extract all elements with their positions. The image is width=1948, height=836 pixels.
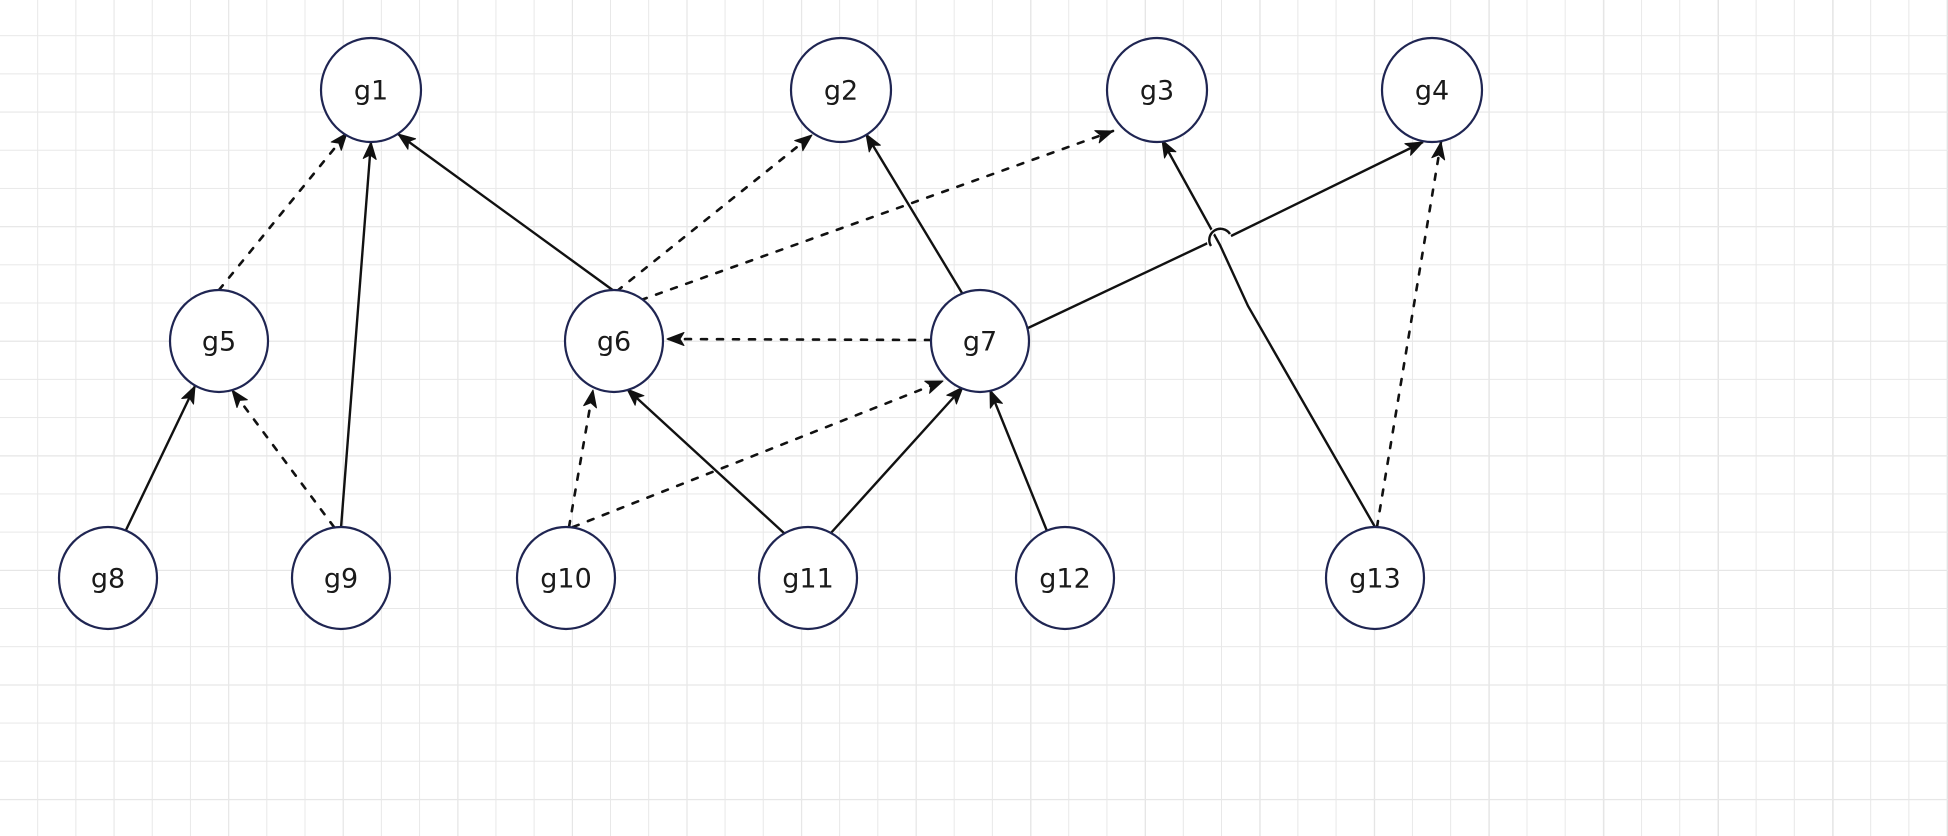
node-label: g1 [354, 76, 388, 107]
node-g9[interactable]: g9 [290, 525, 392, 631]
arrowhead-icon [865, 133, 881, 153]
edge-g13-g3 [1160, 139, 1377, 528]
arrowhead-icon [794, 134, 813, 152]
edge-g11-g7 [829, 386, 964, 535]
edge-line [829, 386, 964, 535]
edge-line [864, 133, 964, 294]
edge-g9-g1 [339, 141, 377, 529]
edge-line [665, 337, 933, 342]
arrowhead-icon [330, 132, 348, 151]
node-g6[interactable]: g6 [563, 288, 665, 394]
node-label: g4 [1415, 76, 1449, 107]
edge-line [397, 133, 615, 292]
node-g11[interactable]: g11 [757, 525, 859, 631]
edge-g13-g4 [1375, 140, 1446, 529]
edge-line [339, 141, 373, 529]
arrowhead-icon [1431, 141, 1446, 161]
edge-line [217, 131, 349, 292]
node-shape[interactable] [1105, 36, 1209, 144]
node-g1[interactable]: g1 [319, 36, 423, 144]
edge-line [1160, 139, 1377, 528]
node-label: g9 [324, 564, 358, 595]
edge-g9-g5 [230, 388, 336, 529]
node-g12[interactable]: g12 [1014, 525, 1116, 631]
nodes-layer: g1 g2 g3 g4 g5 g6 g7 g8 g9 g10 g11 g12 g13 [57, 36, 1484, 631]
arrowhead-icon [1094, 130, 1114, 144]
arrowhead-icon [362, 141, 377, 160]
edge-g6-g1 [397, 133, 615, 292]
edge-line [639, 129, 1115, 302]
node-shape[interactable] [168, 288, 270, 394]
node-shape[interactable] [1014, 525, 1116, 631]
node-label: g13 [1349, 564, 1401, 595]
edge-g8-g5 [124, 385, 197, 531]
edge-g10-g6 [567, 388, 597, 529]
node-g3[interactable]: g3 [1105, 36, 1209, 144]
node-shape[interactable] [757, 525, 859, 631]
edge-g10-g7 [571, 379, 945, 529]
node-shape[interactable] [789, 36, 893, 144]
node-shape[interactable] [515, 525, 617, 631]
arrowhead-icon [626, 388, 645, 406]
node-shape[interactable] [1380, 36, 1484, 144]
node-label: g5 [202, 327, 236, 358]
arrowhead-icon [397, 133, 417, 150]
edge-g12-g7 [988, 389, 1049, 532]
node-shape[interactable] [1324, 525, 1426, 631]
edge-g7-g4 [1027, 140, 1424, 330]
node-g2[interactable]: g2 [789, 36, 893, 144]
arrowhead-icon [181, 385, 196, 405]
edge-line [1375, 140, 1443, 529]
node-label: g12 [1039, 564, 1091, 595]
edge-line [124, 385, 197, 531]
edge-g11-g6 [626, 388, 786, 535]
node-shape[interactable] [319, 36, 423, 144]
arrowhead-icon [1404, 141, 1424, 156]
node-label: g8 [91, 564, 125, 595]
node-shape[interactable] [563, 288, 665, 394]
arrowhead-icon [583, 389, 597, 409]
node-shape[interactable] [929, 288, 1031, 394]
arrowhead-icon [924, 380, 944, 394]
node-label: g6 [597, 327, 631, 358]
edge-hops-layer [1206, 226, 1233, 248]
node-label: g3 [1140, 76, 1174, 107]
edge-line [988, 389, 1049, 532]
edge-line [1027, 140, 1424, 330]
edge-hop-icon [1208, 227, 1232, 247]
edge-line [626, 388, 786, 535]
edge-g7-g2 [864, 133, 964, 294]
arrowhead-icon [1161, 139, 1177, 159]
edge-g5-g1 [217, 131, 349, 292]
node-g13[interactable]: g13 [1324, 525, 1426, 631]
node-g5[interactable]: g5 [168, 288, 270, 394]
node-shape[interactable] [290, 525, 392, 631]
node-label: g11 [782, 564, 834, 595]
arrowhead-icon [946, 386, 964, 405]
edge-g6-g2 [615, 133, 814, 293]
arrowhead-icon [989, 389, 1003, 409]
node-g8[interactable]: g8 [57, 525, 159, 631]
edge-g7-g6 [665, 332, 933, 346]
arrowhead-icon [666, 332, 685, 346]
edge-line [571, 379, 945, 529]
edge-line [615, 133, 814, 293]
node-g10[interactable]: g10 [515, 525, 617, 631]
edge-g6-g3 [639, 129, 1115, 302]
node-label: g10 [540, 564, 592, 595]
node-g4[interactable]: g4 [1380, 36, 1484, 144]
edge-line [230, 388, 336, 529]
edge-line [567, 388, 595, 529]
node-label: g7 [963, 327, 997, 358]
arrowhead-icon [231, 389, 248, 409]
edges-layer [124, 129, 1446, 535]
node-shape[interactable] [57, 525, 159, 631]
node-label: g2 [824, 76, 858, 107]
node-g7[interactable]: g7 [929, 288, 1031, 394]
